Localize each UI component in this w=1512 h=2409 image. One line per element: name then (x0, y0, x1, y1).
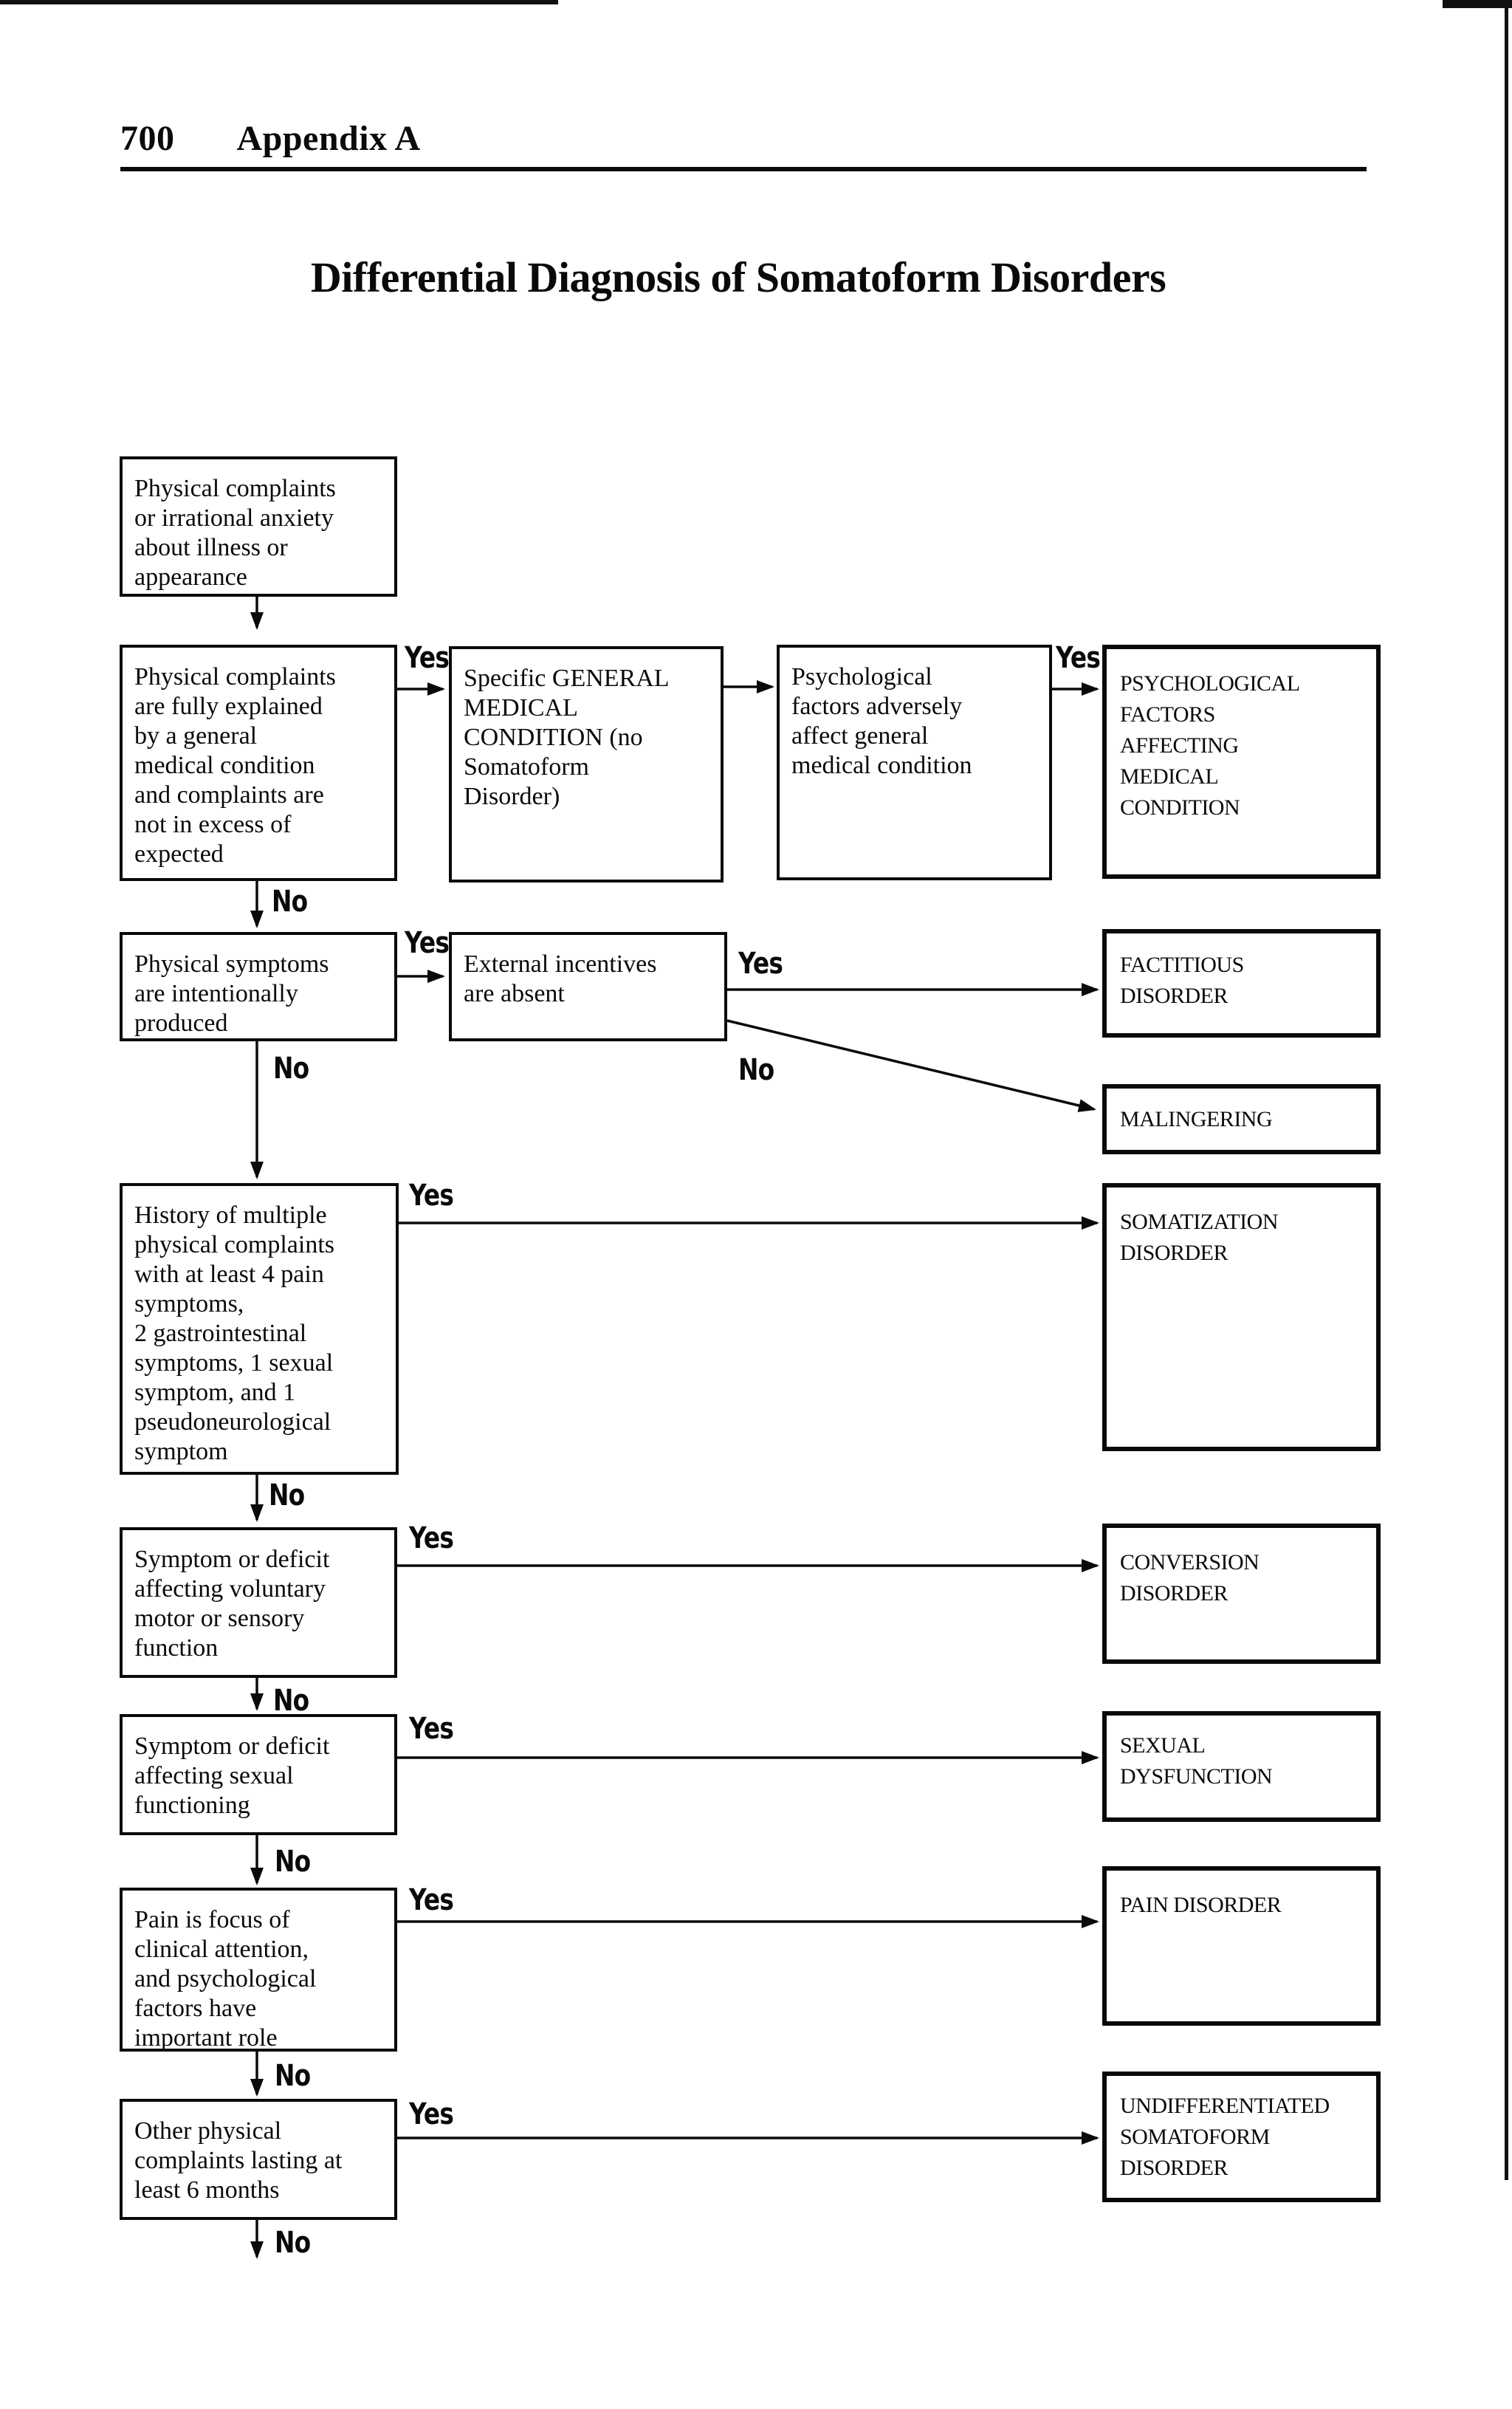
section-title: Appendix A (236, 119, 421, 158)
yes-label: Yes (405, 926, 450, 960)
scan-artifact-top-line (0, 0, 558, 4)
node-psychological-factors-disorder: PSYCHOLOGICAL FACTORS AFFECTING MEDICAL … (1102, 645, 1381, 879)
node-malingering-text: MALINGERING (1120, 1106, 1273, 1131)
node-other-question-text: Other physical complaints lasting at lea… (134, 2117, 343, 2204)
node-incentives-question-text: External incentives are absent (464, 950, 657, 1007)
node-motor-question: Symptom or deficit affecting voluntary m… (120, 1527, 397, 1678)
yes-label: Yes (409, 1179, 454, 1213)
node-general-medical-condition-text: Specific GENERAL MEDICAL CONDITION (no S… (464, 665, 670, 810)
node-sexual-dysfunction: SEXUAL DYSFUNCTION (1102, 1711, 1381, 1822)
no-label: No (272, 885, 308, 919)
scan-artifact-top-right-mark (1443, 0, 1512, 8)
node-factitious-disorder-text: FACTITIOUS DISORDER (1120, 953, 1244, 1008)
no-label: No (275, 2059, 311, 2093)
yes-label: Yes (409, 1883, 454, 1917)
node-intentional-question-text: Physical symptoms are intentionally prod… (134, 950, 329, 1037)
yes-label: Yes (1056, 641, 1101, 675)
node-gmc-question-text: Physical complaints are fully explained … (134, 663, 336, 868)
yes-label: Yes (409, 1521, 454, 1555)
node-history-question-text: History of multiple physical complaints … (134, 1202, 335, 1465)
node-psych-factors-question-text: Psychological factors adversely affect g… (791, 663, 972, 779)
node-conversion-disorder-text: CONVERSION DISORDER (1120, 1550, 1260, 1606)
node-conversion-disorder: CONVERSION DISORDER (1102, 1524, 1381, 1664)
node-somatization-disorder: SOMATIZATION DISORDER (1102, 1183, 1381, 1451)
scan-artifact-right-edge-line (1505, 0, 1508, 2180)
node-sexual-question: Symptom or deficit affecting sexual func… (120, 1714, 397, 1835)
page-number: 700 (120, 119, 175, 158)
node-sexual-dysfunction-text: SEXUAL DYSFUNCTION (1120, 1733, 1273, 1789)
node-gmc-question: Physical complaints are fully explained … (120, 645, 397, 881)
node-general-medical-condition: Specific GENERAL MEDICAL CONDITION (no S… (449, 646, 724, 883)
node-pain-question: Pain is focus of clinical attention, and… (120, 1888, 397, 2052)
node-psych-factors-question: Psychological factors adversely affect g… (777, 645, 1052, 880)
yes-label: Yes (409, 1712, 454, 1746)
node-motor-question-text: Symptom or deficit affecting voluntary m… (134, 1546, 330, 1662)
figure-title: Differential Diagnosis of Somatoform Dis… (310, 253, 1166, 301)
node-somatization-disorder-text: SOMATIZATION DISORDER (1120, 1210, 1279, 1265)
node-undifferentiated-disorder-text: UNDIFFERENTIATED SOMATOFORM DISORDER (1120, 2094, 1330, 2180)
node-history-question: History of multiple physical complaints … (120, 1183, 399, 1475)
yes-label: Yes (738, 947, 783, 981)
node-factitious-disorder: FACTITIOUS DISORDER (1102, 929, 1381, 1038)
node-sexual-question-text: Symptom or deficit affecting sexual func… (134, 1733, 330, 1819)
node-incentives-question: External incentives are absent (449, 932, 727, 1041)
node-start-text: Physical complaints or irrational anxiet… (134, 475, 336, 591)
no-label: No (275, 2226, 311, 2260)
node-undifferentiated-disorder: UNDIFFERENTIATED SOMATOFORM DISORDER (1102, 2072, 1381, 2202)
no-label: No (269, 1478, 305, 1512)
node-pain-disorder-text: PAIN DISORDER (1120, 1893, 1282, 1917)
node-start: Physical complaints or irrational anxiet… (120, 456, 397, 597)
running-head: 700 Appendix A (120, 118, 421, 159)
no-label: No (273, 1684, 309, 1718)
no-label: No (275, 1845, 311, 1879)
header-rule (120, 167, 1367, 171)
node-intentional-question: Physical symptoms are intentionally prod… (120, 932, 397, 1041)
node-other-question: Other physical complaints lasting at lea… (120, 2099, 397, 2220)
node-psychological-factors-disorder-text: PSYCHOLOGICAL FACTORS AFFECTING MEDICAL … (1120, 671, 1300, 820)
node-malingering: MALINGERING (1102, 1084, 1381, 1154)
no-label: No (738, 1053, 774, 1087)
node-pain-disorder: PAIN DISORDER (1102, 1866, 1381, 2026)
no-label: No (273, 1052, 309, 1086)
yes-label: Yes (405, 641, 450, 675)
node-pain-question-text: Pain is focus of clinical attention, and… (134, 1906, 317, 2052)
yes-label: Yes (409, 2097, 454, 2131)
